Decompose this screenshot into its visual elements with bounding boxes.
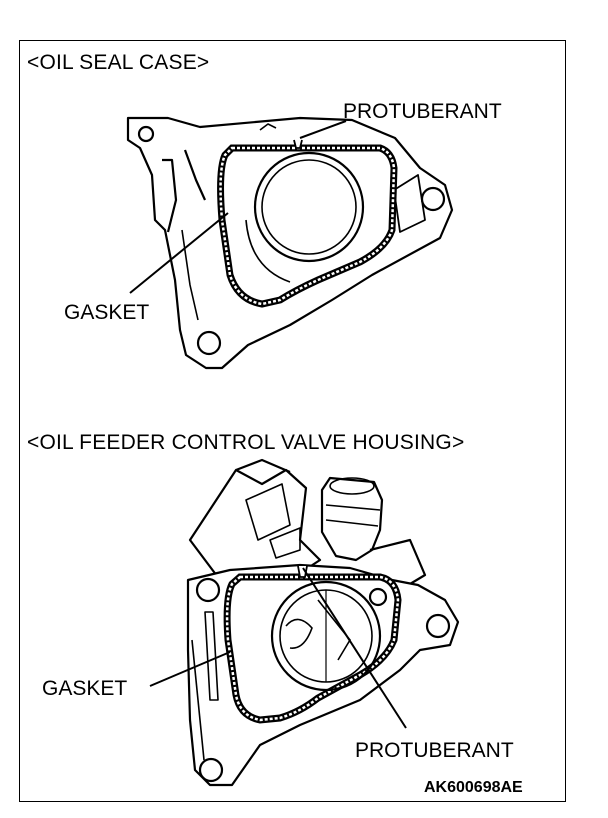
oil-seal-case-bolt-hole-3 [196,330,222,356]
oil-seal-case-bolt-hole-1 [137,125,155,143]
oil-seal-case-rib [162,158,178,233]
valve-housing-bolt-hole-4 [368,587,388,607]
oil-seal-case-bore [245,151,365,283]
top-protuberant-leader [299,120,347,139]
top-protuberant-label: PROTUBERANT [343,100,502,123]
top-gasket-label: GASKET [64,301,150,324]
figure-code: AK600698AE [424,779,523,796]
valve-housing-bolt-hole-1 [195,577,221,603]
valve-housing-body [186,563,460,787]
oil-seal-case-bolt-hole-2 [420,186,446,212]
oil-seal-case-gasket [217,144,398,308]
oil-seal-case-rib-2 [183,149,207,201]
oil-seal-case-drawing [126,116,454,370]
oil-seal-case-protuberant-tab [293,139,303,149]
valve-housing-drawing [186,563,460,787]
valve-housing-bolt-hole-3 [198,757,224,783]
valve-housing-bolt-hole-2 [425,613,451,639]
top-section-title: <OIL SEAL CASE> [27,51,210,74]
bottom-gasket-leader [149,651,231,687]
bottom-section-title: <OIL FEEDER CONTROL VALVE HOUSING> [27,431,465,454]
bottom-protuberant-label: PROTUBERANT [355,739,514,762]
valve-spool-body [320,476,427,591]
valve-housing-slot [204,611,219,701]
oil-seal-case-rib-5 [259,123,277,131]
diagram-frame [19,40,566,802]
oil-seal-case-body [126,116,454,370]
valve-housing-gasket [223,573,402,724]
oil-seal-case-rib-4 [393,174,426,233]
bottom-gasket-label: GASKET [42,677,128,700]
top-gasket-leader [129,212,229,294]
bottom-protuberant-leader [302,567,407,729]
